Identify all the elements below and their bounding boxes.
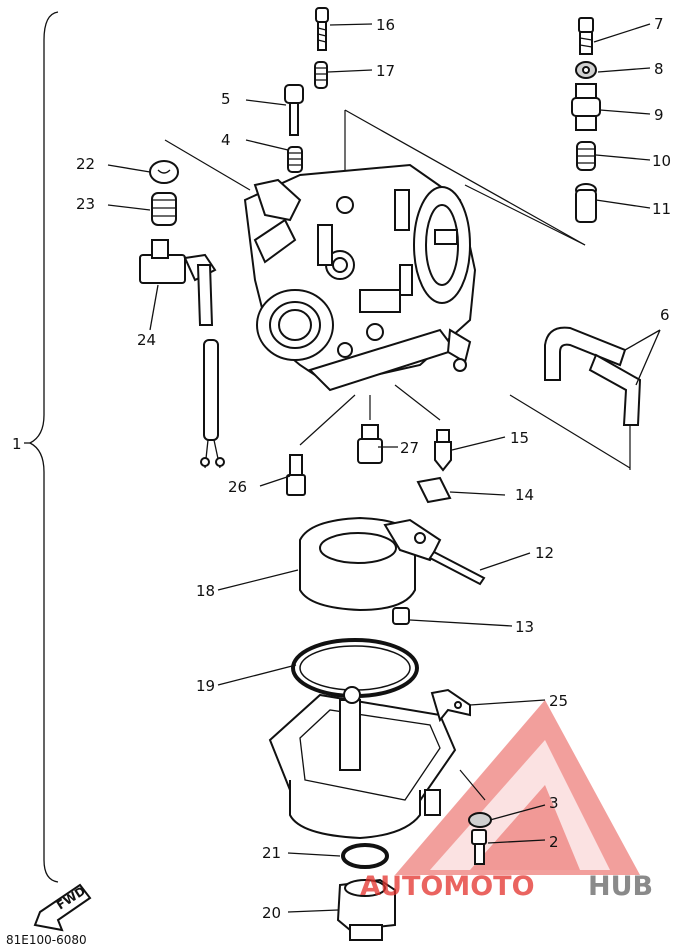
part-11-cap (575, 183, 597, 223)
part-12-pin (428, 550, 486, 586)
callout-15: 15 (510, 429, 529, 447)
part-7-screw (578, 17, 594, 55)
callout-10: 10 (652, 152, 671, 170)
callout-2: 2 (549, 833, 559, 851)
fwd-arrow: FWD (33, 883, 92, 932)
carburetor-body (243, 163, 477, 392)
part-18-float (299, 516, 442, 612)
callout-18: 18 (196, 582, 215, 600)
leader-lines (24, 23, 661, 913)
diagram-code: 81E100-6080 (6, 933, 87, 947)
part-5-screw (284, 84, 304, 136)
part-22-cap (149, 160, 179, 184)
callout-6: 6 (660, 306, 670, 324)
watermark-part2: HUB (588, 871, 653, 902)
drain-hose (200, 339, 225, 469)
part-21-gasket (341, 843, 389, 869)
part-8-nut (575, 61, 597, 79)
callout-5: 5 (221, 90, 231, 108)
callout-7: 7 (654, 15, 664, 33)
callout-4: 4 (221, 131, 231, 149)
part-16-screw (315, 7, 329, 51)
callout-1: 1 (12, 435, 22, 453)
watermark-text: AUTOMOTO HUB (360, 871, 653, 902)
callout-16: 16 (376, 16, 395, 34)
part-24-starter-plunger (139, 239, 217, 326)
callout-20: 20 (262, 904, 281, 922)
part-2-screw (471, 829, 487, 865)
part-6-hose (544, 326, 642, 426)
part-3-washer (468, 812, 492, 828)
part-4-spring (287, 146, 303, 173)
callout-23: 23 (76, 195, 95, 213)
part-23-spring (151, 192, 177, 226)
callout-3: 3 (549, 794, 559, 812)
part-10-spring (576, 141, 596, 171)
part-27-jet (357, 424, 383, 464)
callout-11: 11 (652, 200, 671, 218)
part-9-adjuster (571, 83, 601, 131)
float-bowl (268, 686, 457, 840)
callout-26: 26 (228, 478, 247, 496)
part-20-plug (336, 878, 396, 941)
callout-14: 14 (515, 486, 534, 504)
callout-25: 25 (549, 692, 568, 710)
callout-labels: 16 17 5 4 7 8 9 10 11 22 23 24 6 26 27 1… (12, 15, 671, 922)
callout-9: 9 (654, 106, 664, 124)
callout-13: 13 (515, 618, 534, 636)
part-14-clip (416, 476, 452, 504)
callout-8: 8 (654, 60, 664, 78)
part-15-needle-valve (434, 429, 452, 472)
watermark-part1: AUTOMOTO (360, 871, 535, 902)
part-17-spring (314, 61, 328, 89)
part-25-bracket (430, 688, 471, 723)
part-13-screw (392, 607, 410, 625)
callout-22: 22 (76, 155, 95, 173)
callout-21: 21 (262, 844, 281, 862)
callout-17: 17 (376, 62, 395, 80)
callout-19: 19 (196, 677, 215, 695)
callout-27: 27 (400, 439, 419, 457)
part-26-jet (286, 454, 306, 496)
callout-12: 12 (535, 544, 554, 562)
assembly-bracket (28, 11, 59, 883)
callout-24: 24 (137, 331, 156, 349)
